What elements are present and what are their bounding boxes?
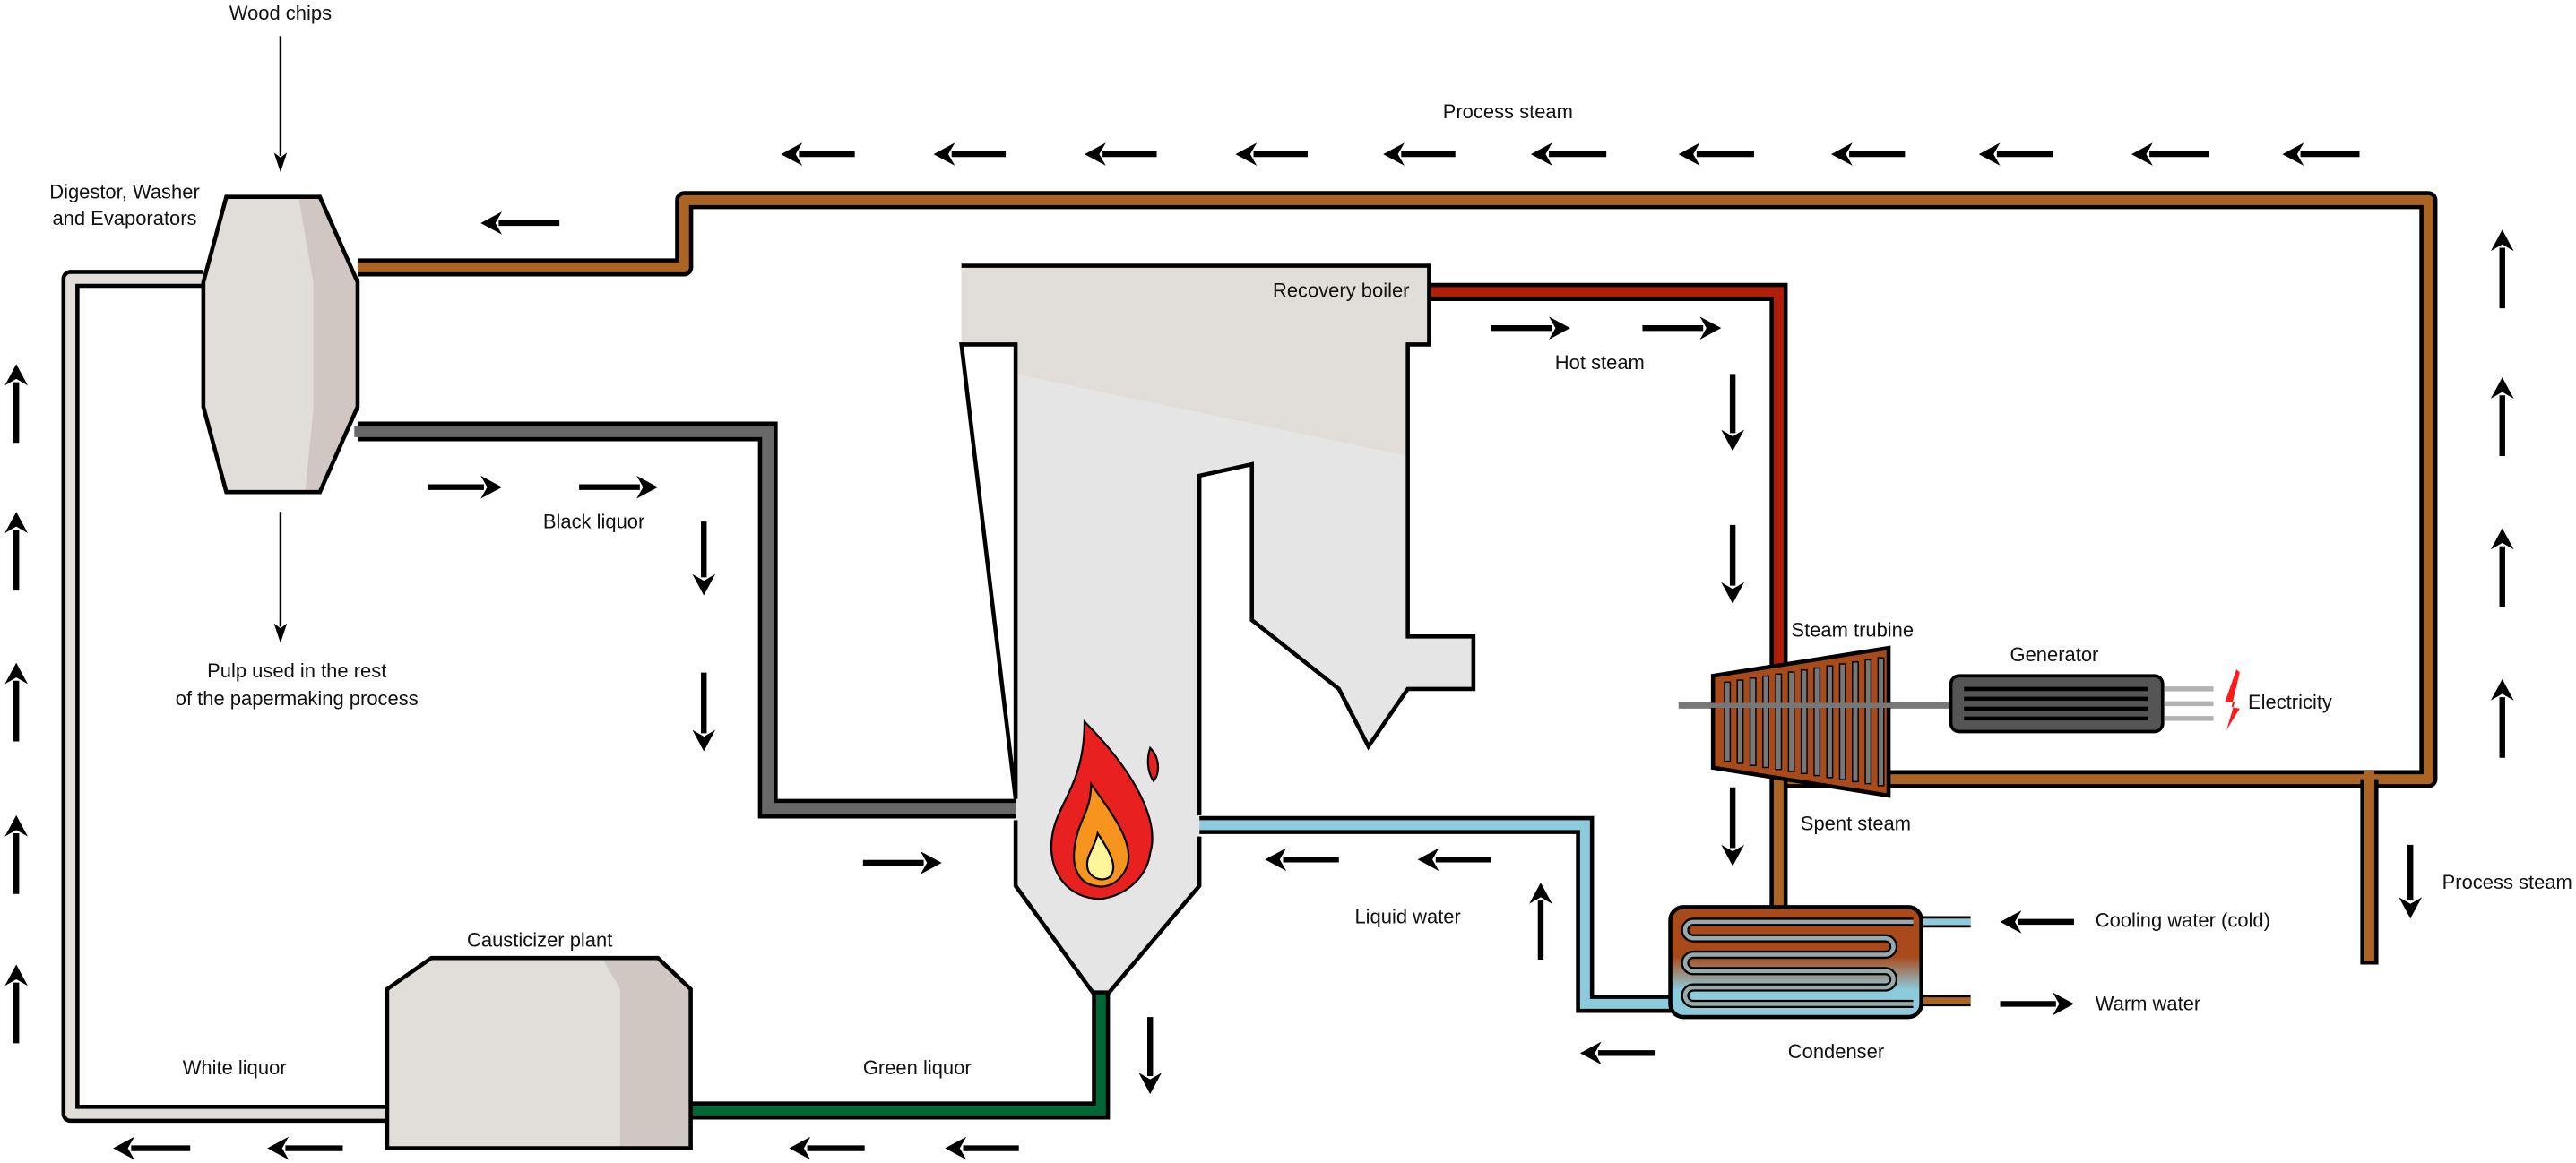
turbine-blade — [1838, 663, 1846, 780]
causticizer-plant — [385, 955, 693, 1150]
arrow-icon — [1084, 142, 1157, 166]
arrow-icon — [267, 1136, 343, 1160]
arrow-icon — [1235, 142, 1308, 166]
arrow-icon — [1491, 316, 1570, 340]
label-white-liquor: White liquor — [183, 1056, 287, 1079]
arrow-icon — [1417, 848, 1492, 872]
arrow-icon — [2000, 992, 2074, 1016]
label-causticizer: Causticizer plant — [467, 928, 612, 951]
turbine-blade — [1736, 679, 1744, 764]
label-liquid-water: Liquid water — [1354, 906, 1460, 928]
turbine-blade — [1787, 671, 1795, 772]
label-warm-water: Warm water — [2096, 993, 2201, 1015]
labels: Wood chips Digestor, Washer and Evaporat… — [49, 2, 2572, 1079]
generator — [1949, 668, 2240, 734]
white-liquor-pipe — [61, 270, 393, 1124]
label-steam-turbine: Steam trubine — [1791, 618, 1914, 641]
condenser — [1668, 905, 1923, 1020]
arrow-icon — [2490, 528, 2514, 607]
arrow-icon — [1721, 787, 1744, 866]
arrow-icon — [480, 211, 560, 235]
arrow-icon — [2490, 377, 2514, 456]
arrow-icon — [789, 1136, 865, 1160]
arrow-icon — [4, 364, 28, 444]
turbine-blade — [1813, 667, 1821, 777]
label-recovery-boiler: Recovery boiler — [1273, 279, 1410, 301]
arrow-icon — [2000, 910, 2074, 934]
liquid-water-pipe — [1196, 815, 1679, 1013]
label-generator: Generator — [2010, 643, 2099, 666]
arrow-icon — [4, 512, 28, 591]
label-green-liquor: Green liquor — [863, 1056, 972, 1079]
arrow-icon — [1721, 524, 1744, 604]
arrow-icon — [273, 512, 288, 643]
turbine-blade — [1864, 659, 1872, 785]
arrow-icon — [1579, 1041, 1656, 1065]
arrow-icon — [692, 672, 716, 752]
turbine-blade — [1724, 681, 1732, 762]
arrow-icon — [4, 814, 28, 894]
label-process-steam-right: Process steam — [2442, 871, 2572, 893]
label-cooling-water: Cooling water (cold) — [2096, 909, 2270, 931]
label-hot-steam: Hot steam — [1555, 351, 1645, 374]
label-condenser: Condenser — [1788, 1040, 1884, 1063]
turbine-blade — [1749, 677, 1757, 766]
label-pulp-1: Pulp used in the rest — [207, 659, 386, 682]
digestor-vessel — [201, 194, 360, 495]
arrow-icon — [1383, 142, 1456, 166]
turbine-blade — [1877, 657, 1885, 787]
lightning-icon — [2225, 668, 2240, 730]
flame-icon — [1050, 719, 1160, 900]
turbine-blade — [1775, 673, 1783, 771]
green-liquor-pipe — [687, 990, 1111, 1120]
turbine-blade — [1762, 675, 1769, 769]
label-black-liquor: Black liquor — [543, 511, 644, 533]
arrow-icon — [1265, 848, 1339, 872]
generator-terminals — [2164, 686, 2214, 721]
arrow-icon — [2399, 844, 2423, 919]
arrow-icon — [1642, 316, 1722, 340]
arrow-icon — [2490, 678, 2514, 758]
recovery-boiler — [959, 263, 1476, 995]
arrow-icon — [4, 662, 28, 742]
steam-turbine — [1678, 645, 1955, 798]
arrow-icon — [579, 475, 658, 499]
arrow-icon — [1678, 142, 1754, 166]
label-pulp-2: of the papermaking process — [176, 687, 419, 710]
arrow-icon — [933, 142, 1007, 166]
label-process-steam-top: Process steam — [1443, 100, 1573, 123]
label-spent-steam: Spent steam — [1801, 812, 1911, 834]
hot-steam-pipe — [1429, 282, 1788, 676]
arrow-icon — [1138, 1017, 1163, 1095]
arrow-icon — [781, 142, 855, 166]
arrow-icon — [4, 964, 28, 1044]
arrow-icon — [1721, 374, 1744, 452]
arrow-icon — [273, 36, 288, 173]
arrow-icon — [1978, 142, 2053, 166]
arrow-icon — [2490, 229, 2514, 309]
flow-arrows — [4, 36, 2514, 1160]
black-liquor-pipe — [354, 421, 1019, 819]
label-wood-chips: Wood chips — [229, 2, 332, 24]
arrow-icon — [428, 475, 503, 499]
arrow-icon — [113, 1136, 191, 1160]
turbine-blade — [1826, 665, 1834, 779]
arrow-icon — [945, 1136, 1019, 1160]
arrow-icon — [692, 521, 716, 596]
turbine-blade — [1800, 669, 1808, 775]
label-digestor-2: and Evaporators — [52, 207, 196, 229]
label-electricity: Electricity — [2248, 691, 2332, 713]
turbine-blade — [1852, 660, 1859, 783]
arrow-icon — [1530, 142, 1607, 166]
arrow-icon — [2282, 142, 2360, 166]
label-digestor-1: Digestor, Washer — [49, 181, 200, 203]
arrow-icon — [1529, 882, 1552, 960]
arrow-icon — [862, 851, 942, 874]
arrow-icon — [2131, 142, 2209, 166]
arrow-icon — [1830, 142, 1906, 166]
